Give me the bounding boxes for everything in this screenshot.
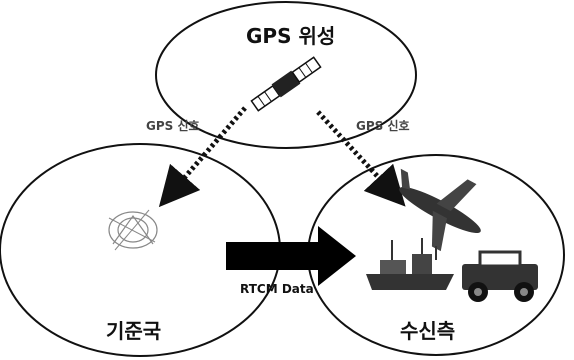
base-station-label: 기준국 [106,319,162,343]
satellite-icon [250,56,322,112]
receiver-label: 수신측 [400,319,456,343]
signal-right-label: GPS 신호 [356,119,410,133]
jeep-icon [462,250,538,302]
signal-left-label: GPS 신호 [146,119,200,133]
signal-left-arrow [158,106,247,208]
signal-right-arrow [316,110,406,207]
satellite-label: GPS 위성 [246,24,336,48]
antenna-icon [108,209,158,251]
ship-icon [366,238,454,290]
airplane-icon [399,168,481,252]
rtcm-label: RTCM Data [240,282,314,296]
rtcm-arrow [226,226,356,286]
